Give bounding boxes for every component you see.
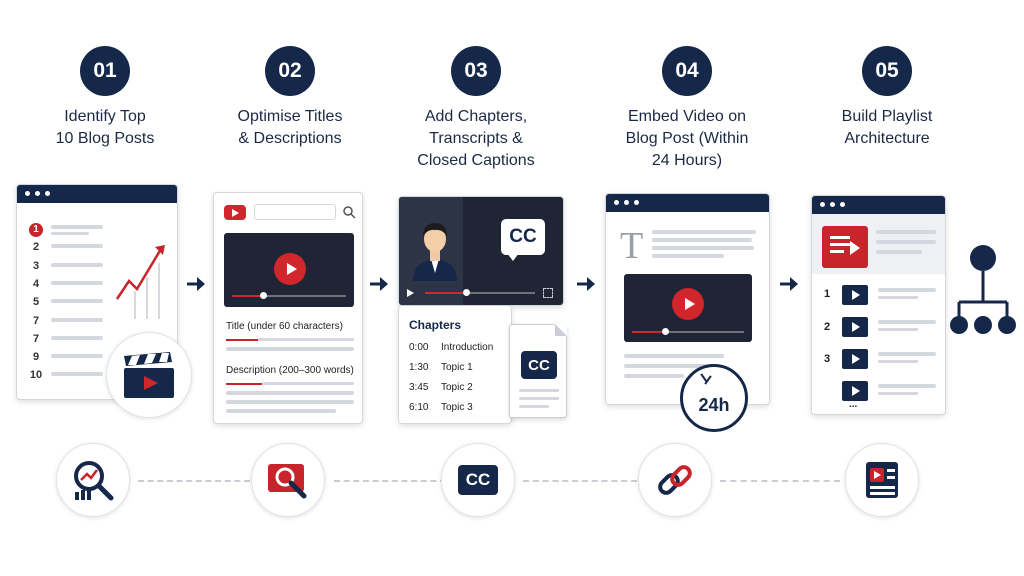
youtube-page-card: Title (under 60 characters) Description … <box>213 192 363 424</box>
arrow-right-icon <box>577 277 595 291</box>
rank-5: 5 <box>32 296 40 308</box>
rank-8: 9 <box>32 351 40 363</box>
step-4-title: Embed Video on Blog Post (Within 24 Hour… <box>625 108 749 169</box>
step-5-badge: 05 <box>862 46 912 96</box>
video-thumbnail[interactable] <box>842 317 868 337</box>
clapperboard-icon <box>124 352 174 398</box>
video-thumbnail[interactable] <box>842 349 868 369</box>
closed-captions-icon: CC <box>458 465 498 495</box>
clapperboard-badge <box>106 332 192 418</box>
rank-4: 4 <box>32 278 40 290</box>
playlist-icon <box>866 462 898 498</box>
chapter-name[interactable]: Introduction <box>441 342 494 353</box>
connector-line <box>138 480 250 482</box>
rank-6: 7 <box>32 315 40 327</box>
fullscreen-icon[interactable] <box>543 288 553 298</box>
presenter-avatar <box>413 223 457 281</box>
blog-post-card: T <box>605 193 770 405</box>
video-player[interactable] <box>224 233 354 307</box>
link-badge <box>638 443 712 517</box>
more-ellipsis: ... <box>849 399 858 410</box>
link-icon <box>658 465 692 495</box>
playlist-index: 3 <box>824 353 831 365</box>
video-thumbnail[interactable] <box>842 381 868 401</box>
timer-24h-icon: 24h <box>680 364 748 432</box>
chapters-list-card: Chapters 0:00 Introduction 1:30 Topic 1 … <box>398 306 512 424</box>
playlist-thumbnail-icon <box>822 226 868 268</box>
chapter-time: 3:45 <box>409 382 429 393</box>
closed-captions-badge: CC <box>441 443 515 517</box>
connector-line <box>720 480 840 482</box>
trend-chart-icon <box>115 245 165 319</box>
chapter-name[interactable]: Topic 1 <box>441 362 473 373</box>
arrow-right-icon <box>187 277 205 291</box>
playlist-index: 1 <box>824 288 831 300</box>
step-4-badge: 04 <box>662 46 712 96</box>
rank-2: 2 <box>32 241 40 253</box>
embedded-video-player[interactable] <box>624 274 752 342</box>
browser-bar <box>606 194 769 212</box>
rank-1: 1 <box>29 223 43 237</box>
play-icon[interactable] <box>407 289 414 297</box>
top-posts-card: 1 2 3 4 5 7 7 9 10 <box>16 184 178 400</box>
rank-7: 7 <box>32 333 40 345</box>
seo-search-icon <box>268 464 307 499</box>
cc-icon: CC <box>521 351 557 379</box>
browser-bar <box>17 185 177 203</box>
rank-3: 3 <box>32 260 40 272</box>
chapter-time: 1:30 <box>409 362 429 373</box>
playlist-badge <box>845 443 919 517</box>
chapters-heading: Chapters <box>409 318 462 332</box>
play-icon[interactable] <box>672 288 704 320</box>
analytics-search-icon <box>74 461 114 501</box>
search-input[interactable] <box>254 204 336 220</box>
step-1-badge: 01 <box>80 46 130 96</box>
arrow-right-icon <box>780 277 798 291</box>
timer-label: 24h <box>698 394 730 415</box>
search-icon[interactable] <box>342 205 356 219</box>
browser-bar <box>812 196 945 214</box>
captions-video-card: CC <box>398 196 564 306</box>
step-1-title: Identify Top 10 Blog Posts <box>55 108 155 147</box>
cc-speech-bubble: CC <box>501 219 545 255</box>
chapter-name[interactable]: Topic 2 <box>441 382 473 393</box>
connector-line <box>523 480 637 482</box>
youtube-logo-icon <box>224 205 246 220</box>
step-5-title: Build Playlist Architecture <box>841 108 933 147</box>
step-2-title: Optimise Titles & Descriptions <box>237 108 343 147</box>
video-thumbnail[interactable] <box>842 285 868 305</box>
text-format-icon: T <box>620 225 644 267</box>
step-3-title: Add Chapters, Transcripts & Closed Capti… <box>417 108 535 169</box>
title-field-label: Title (under 60 characters) <box>226 321 343 332</box>
rank-9: 10 <box>29 369 43 381</box>
chapter-time: 6:10 <box>409 402 429 413</box>
playlist-card: 1 2 3 ... <box>811 195 946 415</box>
play-icon[interactable] <box>274 253 306 285</box>
seo-search-badge <box>251 443 325 517</box>
step-2-badge: 02 <box>265 46 315 96</box>
chapter-time: 0:00 <box>409 342 429 353</box>
transcript-document-icon: CC <box>509 324 567 418</box>
hierarchy-icon <box>950 245 1016 334</box>
description-field-label: Description (200–300 words) <box>226 365 354 376</box>
analytics-search-badge <box>56 443 130 517</box>
chapter-name[interactable]: Topic 3 <box>441 402 473 413</box>
step-3-badge: 03 <box>451 46 501 96</box>
playlist-index: 2 <box>824 321 831 333</box>
connector-line <box>334 480 446 482</box>
arrow-right-icon <box>370 277 388 291</box>
